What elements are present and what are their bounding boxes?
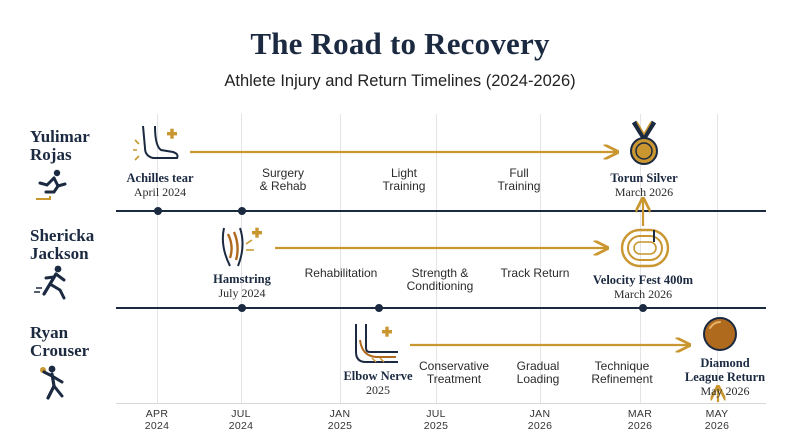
gridline-jul-2024	[241, 114, 242, 404]
axis-baseline	[116, 403, 766, 404]
gridline-apr-2024	[157, 114, 158, 404]
sprinter-icon	[34, 265, 66, 300]
athlete-name-crouser: Ryan Crouser	[30, 323, 90, 360]
return-event-rojas: Torun Silver March 2026	[610, 171, 678, 199]
phase-label: Strength &Conditioning	[406, 266, 474, 293]
jumper-icon	[36, 169, 67, 200]
page-subtitle: Athlete Injury and Return Timelines (202…	[224, 72, 576, 90]
achilles-icon	[133, 125, 179, 161]
shot-putter-icon	[40, 365, 64, 400]
medal-icon	[630, 120, 658, 165]
shot-ball-icon	[703, 317, 737, 351]
gridline-may-2026	[717, 114, 718, 404]
injury-event-jackson: Hamstring July 2024	[213, 272, 271, 300]
track-icon	[620, 228, 670, 268]
track-line-jackson	[116, 307, 766, 309]
phase-label: Rehabilitation	[304, 266, 378, 280]
return-event-jackson: Velocity Fest 400m March 2026	[592, 273, 694, 301]
injury-event-crouser: Elbow Nerve 2025	[343, 369, 413, 397]
page-title: The Road to Recovery	[250, 26, 550, 61]
phase-label: Surgery& Rehab	[259, 166, 307, 193]
milestone-dot-jackson-return	[639, 304, 647, 312]
injury-event-rojas: Achilles tear April 2024	[126, 171, 194, 199]
milestone-dot-crouser-injury	[375, 304, 383, 312]
milestone-dot-jackson-injury-lower	[238, 304, 246, 312]
hamstring-icon	[221, 227, 262, 267]
elbow-icon	[355, 324, 398, 363]
gridline-jan-2025	[340, 114, 341, 404]
gridline-jul-2025	[436, 114, 437, 404]
milestone-dot-rojas-injury	[154, 207, 162, 215]
milestone-dot-jackson-injury	[238, 207, 246, 215]
athlete-name-rojas: Yulimar Rojas	[30, 127, 90, 164]
gridline-jan-2026	[540, 114, 541, 404]
track-line-rojas	[116, 210, 766, 212]
phase-label: Track Return	[500, 266, 570, 280]
athlete-name-jackson: Shericka Jackson	[30, 226, 95, 263]
